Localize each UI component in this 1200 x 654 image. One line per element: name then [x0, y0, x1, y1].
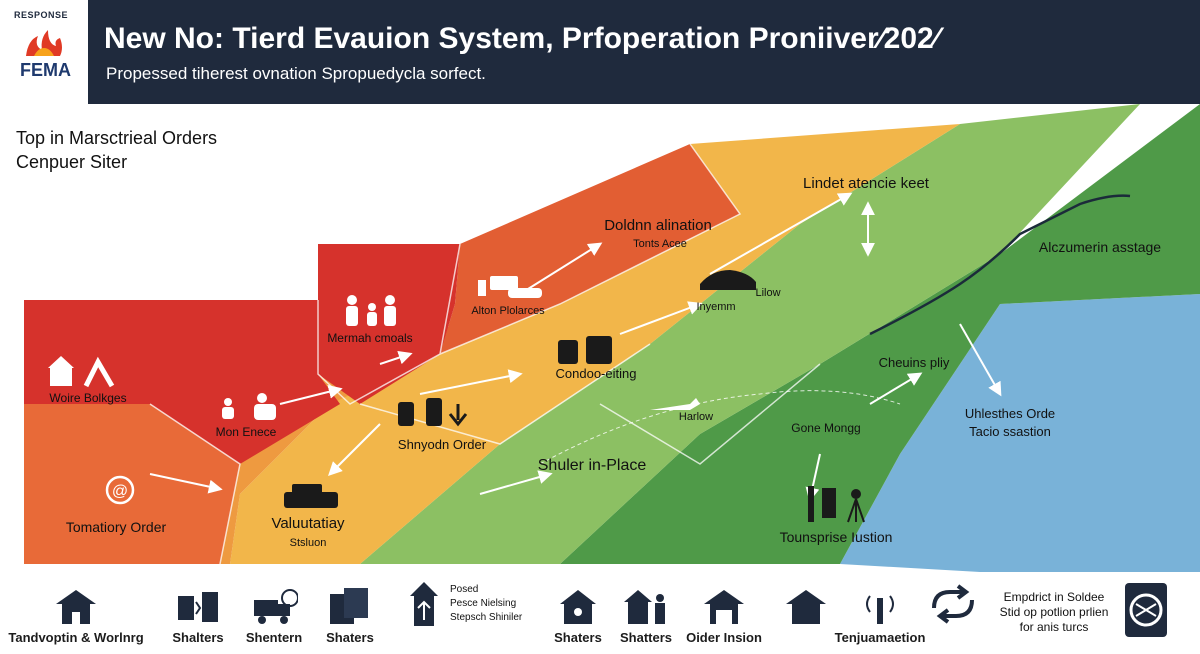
- bulldozer-icon: [478, 276, 542, 298]
- legend-small-line2: Pesce Nielsing: [450, 598, 517, 609]
- label-condoo-eiting: Condoo-eiting: [556, 366, 637, 381]
- people-arrow-icon: [398, 398, 468, 427]
- label-doldnn-alination: Doldnn alination: [604, 217, 712, 234]
- legend-bar: Tandvoptin & Worlnrg Shalters Shentern S…: [0, 572, 1200, 654]
- legend-item-8: [776, 586, 836, 630]
- flame-icon: [26, 30, 62, 56]
- tools-icon: [808, 486, 865, 523]
- label-alczumerin-asstage: Alczumerin asstage: [1039, 239, 1161, 255]
- legend-item-4: Shaters: [312, 586, 388, 645]
- document-icon: [330, 588, 368, 624]
- legend-item-1: Tandvoptin & Worlnrg: [6, 586, 146, 645]
- zone-light-green: [360, 104, 1140, 564]
- side-note-line1: Top in Marsctrieal Orders: [16, 128, 218, 148]
- label-inyemm: Inyemm: [696, 301, 735, 313]
- exchange-arrows-icon: [932, 584, 974, 624]
- zone-green: [560, 104, 1200, 564]
- house-small-icon: [786, 590, 826, 624]
- header-bar: RESPONSE FEMA New No: Tierd Evauion Syst…: [0, 0, 1200, 104]
- legend-label-8: Tenjuamaetion: [834, 630, 926, 645]
- label-tounsprise-iustion: Tounsprise Iustion: [780, 529, 893, 545]
- label-harlow: Harlow: [679, 411, 713, 423]
- people-group-icon: [346, 295, 396, 326]
- label-woire-bolkges: Woire Bolkges: [49, 391, 126, 405]
- label-tonts-acee: Tonts Acee: [633, 238, 687, 250]
- house-icon: [56, 590, 96, 624]
- legend-label-3: Shentern: [245, 630, 303, 645]
- truck-icon: [254, 589, 298, 624]
- page-subtitle: Propessed tiherest ovnation Spropuedycla…: [106, 64, 486, 83]
- people-dark-icon: [558, 336, 612, 364]
- evacuation-zone-map: @ Woire Bolkges Mon Enece Tomatiory Orde…: [24, 104, 1200, 572]
- family-icon: [222, 393, 276, 420]
- label-mon-enece: Mon Enece: [216, 425, 277, 439]
- plane-icon: [650, 398, 700, 410]
- label-tomatiory-order: Tomatiory Order: [66, 519, 167, 535]
- legend-label-2: Shalters: [172, 630, 224, 645]
- legend-note: Empdrict in Soldee Stid op potlion prlie…: [984, 590, 1124, 635]
- legend-label-4: Shaters: [326, 630, 374, 645]
- label-mermah-cmoals: Mermah cmoals: [327, 331, 412, 345]
- circle-emblem-icon: [1125, 583, 1167, 637]
- legend-item-6: Shatters: [616, 586, 676, 645]
- label-stsluon: Stsluon: [290, 537, 327, 549]
- car-icon: [700, 270, 756, 290]
- legend-item-3: Shentern: [236, 586, 312, 645]
- legend-item-9: Tenjuamaetion: [830, 586, 930, 645]
- people-icon: [704, 590, 744, 624]
- page-title: New No: Tierd Evauion System, Prfoperati…: [104, 22, 939, 55]
- label-lindet-atencie-keet: Lindet atencie keet: [803, 175, 930, 192]
- label-cheuins-pliy: Cheuins pliy: [879, 355, 950, 370]
- label-alton-plolarces: Alton Plolarces: [471, 305, 545, 317]
- logo-text: FEMA: [20, 60, 71, 80]
- label-uhlesthes-orde: Uhlesthes Orde: [965, 406, 1055, 421]
- label-tacio-ssastion: Tacio ssastion: [969, 424, 1051, 439]
- at-sign-icon: @: [105, 475, 135, 505]
- shelter-house-icon: [560, 590, 596, 624]
- legend-item-5: Shaters: [540, 586, 616, 645]
- legend-note-line1: Empdrict in Soldee: [1003, 590, 1105, 604]
- label-valuutatiay: Valuutatiay: [271, 515, 345, 532]
- zone-red-west: [24, 300, 340, 464]
- legend-item-7: Oider Insion: [676, 586, 772, 645]
- vehicle-icon: [284, 484, 338, 508]
- antenna-icon: [866, 595, 894, 624]
- legend-label-6: Shatters: [619, 630, 673, 645]
- label-lilow: Lilow: [755, 287, 780, 299]
- legend-label-1: Tandvoptin & Worlnrg: [8, 630, 144, 645]
- fema-logo: RESPONSE FEMA: [0, 0, 88, 104]
- label-shuler-in-place: Shuler in-Place: [538, 457, 647, 474]
- legend-small-line3: Stepsch Shiniler: [450, 612, 523, 623]
- legend-item-2: Shalters: [160, 586, 236, 645]
- legend-label-7: Oider Insion: [686, 630, 762, 645]
- speaker-icon: [178, 592, 218, 622]
- legend-small-line1: Posed: [450, 584, 479, 595]
- legend-note-line3: for anis turcs: [1019, 620, 1089, 634]
- label-shnyodn-order: Shnyodn Order: [398, 437, 487, 452]
- family-house-icon: [624, 590, 665, 624]
- svg-text:@: @: [112, 483, 128, 500]
- side-note-line2: Cenpuer Siter: [16, 152, 128, 172]
- house-arrow-icon: [48, 356, 115, 388]
- legend-note-line2: Stid op potlion prlien: [999, 605, 1109, 619]
- label-gone-mongg: Gone Mongg: [791, 421, 860, 435]
- house-arrow-legend-icon: [410, 582, 438, 626]
- river: [869, 194, 1131, 336]
- legend-label-5: Shaters: [554, 630, 602, 645]
- zone-blue: [840, 294, 1200, 572]
- logo-arc-text: RESPONSE: [14, 10, 69, 20]
